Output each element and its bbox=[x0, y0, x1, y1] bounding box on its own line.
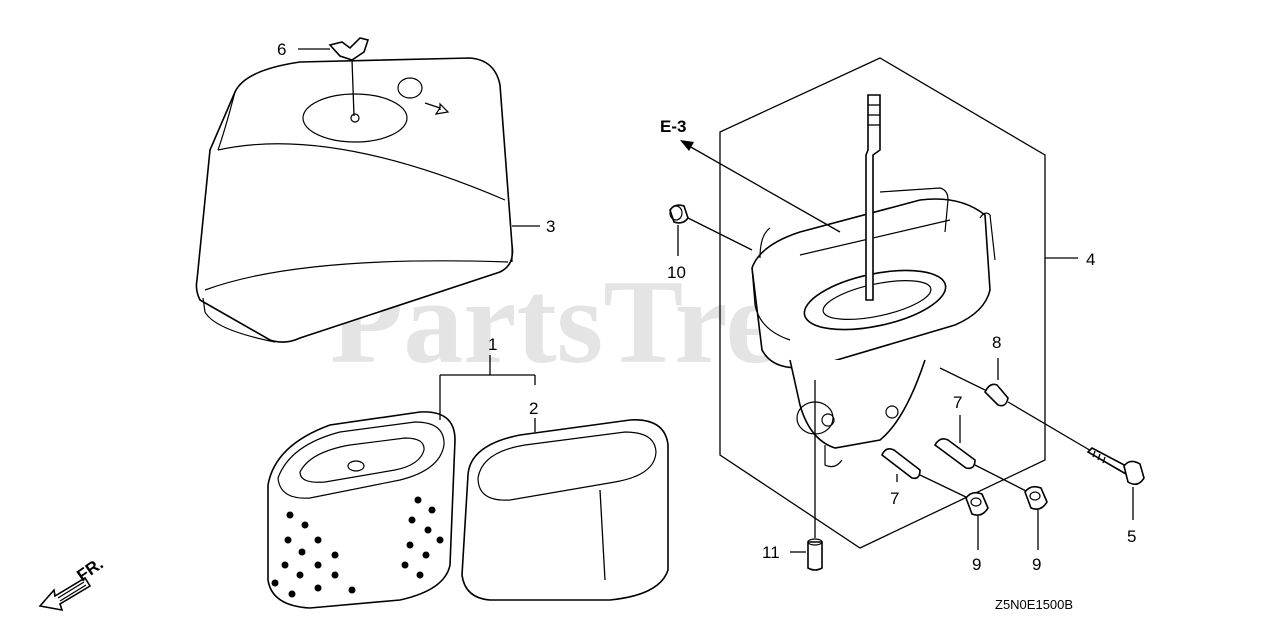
callout-7a: 7 bbox=[953, 393, 962, 412]
callout-1: 1 bbox=[488, 335, 497, 354]
callout-2: 2 bbox=[529, 399, 538, 418]
wing-nut-icon[interactable] bbox=[328, 37, 370, 117]
assembly-outline bbox=[719, 57, 1046, 549]
callout-7b: 7 bbox=[890, 489, 899, 508]
air-filter-element[interactable] bbox=[267, 411, 456, 609]
callout-8: 8 bbox=[992, 333, 1001, 352]
callout-4: 4 bbox=[1086, 250, 1095, 269]
collar-icon-8[interactable] bbox=[984, 383, 1009, 407]
callout-6: 6 bbox=[277, 40, 286, 59]
bolt-icon[interactable] bbox=[1086, 447, 1145, 486]
callout-5: 5 bbox=[1127, 527, 1136, 546]
breather-tube[interactable] bbox=[865, 94, 881, 301]
callout-11: 11 bbox=[762, 543, 780, 562]
ref-arrow-line bbox=[681, 141, 841, 233]
nut-icon-a[interactable] bbox=[965, 491, 989, 516]
filter-holes bbox=[271, 496, 444, 598]
front-label: FR. bbox=[73, 554, 106, 585]
grommet-icon[interactable] bbox=[669, 204, 689, 224]
tube-icon[interactable] bbox=[807, 538, 823, 571]
nut-icon-b[interactable] bbox=[1024, 485, 1048, 510]
collar-icon-7a[interactable] bbox=[933, 438, 976, 470]
callout-10: 10 bbox=[667, 263, 686, 282]
callout-3: 3 bbox=[546, 217, 555, 236]
air-cleaner-cover[interactable] bbox=[195, 57, 514, 343]
callout-9b: 9 bbox=[1032, 555, 1041, 574]
callout-9a: 9 bbox=[972, 555, 981, 574]
arrow-fr-icon-cover bbox=[397, 77, 450, 115]
collar-icon-7b[interactable] bbox=[881, 448, 921, 480]
arrow-fr-icon bbox=[38, 576, 92, 612]
ref-label: E-3 bbox=[660, 117, 686, 136]
foam-pre-filter[interactable] bbox=[461, 419, 669, 601]
ref-arrow-head bbox=[680, 140, 694, 151]
diagram-code: Z5N0E1500B bbox=[995, 597, 1073, 612]
